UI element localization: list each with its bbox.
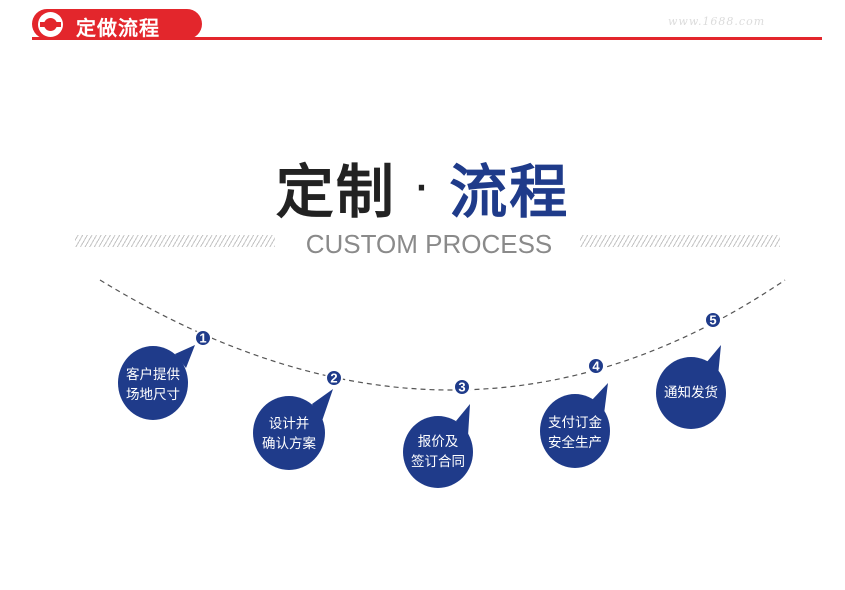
step-bubble-4: [540, 383, 610, 468]
header-rule: [32, 37, 822, 40]
step-badge-4: 4: [587, 357, 605, 375]
svg-text:1: 1: [199, 331, 206, 346]
step-bubble-3: [403, 404, 473, 488]
step-label-2: 设计并 确认方案: [249, 414, 329, 454]
svg-text:3: 3: [458, 380, 465, 395]
title-part1: 定制: [275, 158, 396, 226]
step-label-5-line1: 通知发货: [664, 385, 718, 401]
step-label-1-line2: 场地尺寸: [126, 387, 180, 403]
step-badge-5: 5: [704, 311, 722, 329]
step-label-4-line1: 支付订金: [548, 415, 602, 431]
step-bubble-2: [253, 389, 333, 470]
svg-text:2: 2: [330, 371, 337, 386]
subtitle-hatch-left: [75, 235, 275, 247]
step-label-3: 报价及 签订合同: [398, 432, 478, 472]
header-title: 定做流程: [76, 16, 160, 40]
step-label-1-line1: 客户提供: [126, 367, 180, 383]
process-dashed-curve: [99, 279, 786, 391]
step-label-5: 通知发货: [651, 383, 731, 403]
svg-text:4: 4: [592, 359, 600, 374]
step-label-2-line2: 确认方案: [262, 436, 316, 452]
step-badge-1: 1: [194, 329, 212, 347]
step-label-2-line1: 设计并: [268, 416, 310, 432]
step-bubble-1: [118, 345, 195, 420]
subtitle-hatch-right: [580, 235, 780, 247]
title-separator: ·: [415, 171, 430, 206]
step-badge-2: 2: [325, 369, 343, 387]
watermark: www.1688.com: [668, 15, 766, 28]
step-badge-3: 3: [453, 378, 471, 396]
step-label-4: 支付订金 安全生产: [535, 413, 615, 453]
step-bubble-5: [656, 345, 726, 429]
svg-text:5: 5: [709, 313, 716, 328]
step-label-4-line2: 安全生产: [548, 435, 602, 451]
title-part2: 流程: [449, 158, 570, 226]
page-title: 定制 · 流程: [0, 145, 845, 229]
step-label-1: 客户提供 场地尺寸: [113, 365, 193, 405]
subtitle: CUSTOM PROCESS: [305, 229, 553, 259]
step-label-3-line2: 签订合同: [411, 454, 465, 470]
company-logo-icon: [38, 12, 63, 37]
step-label-3-line1: 报价及: [417, 434, 459, 450]
